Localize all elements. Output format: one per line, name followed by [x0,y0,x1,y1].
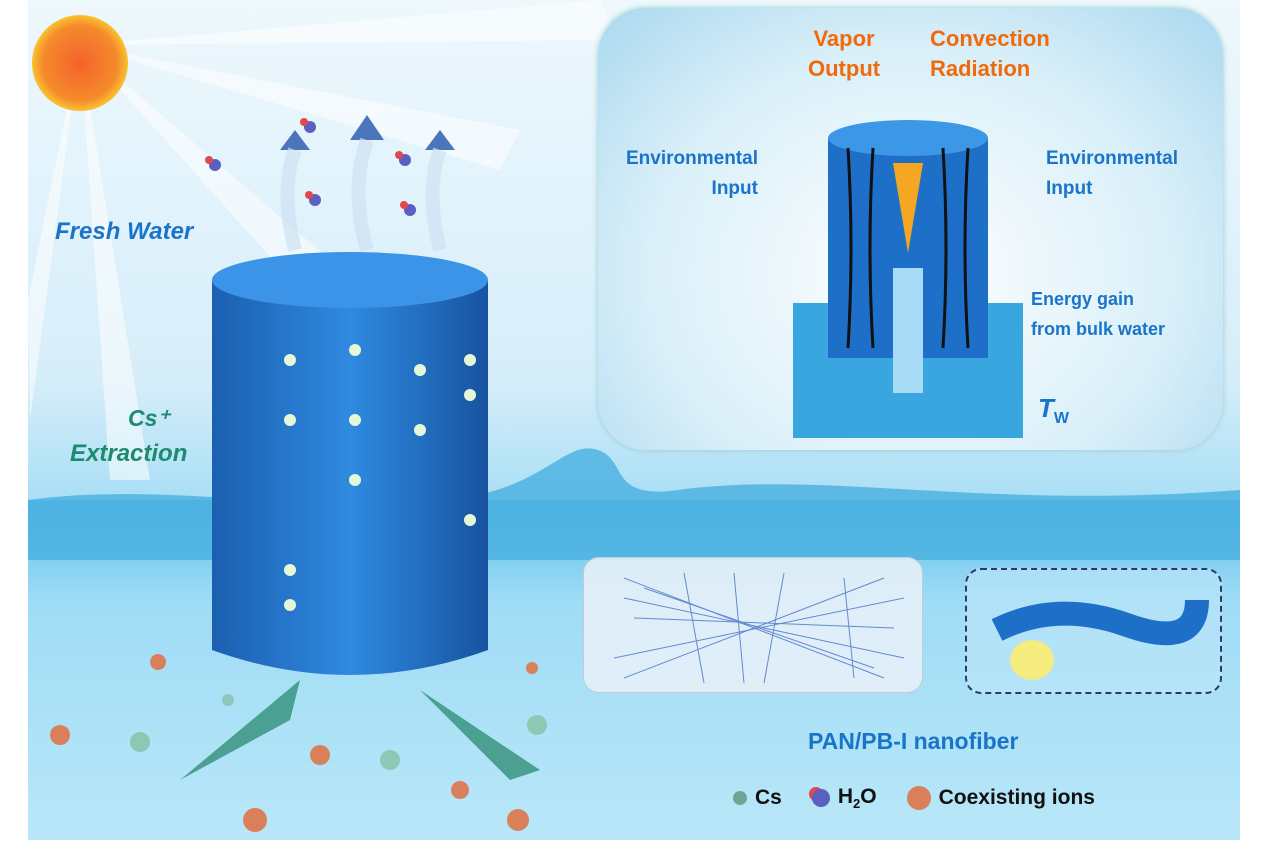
legend-item-cs: Cs [733,785,782,811]
coexisting-ion-icon [906,786,931,811]
evaporator-cylinder [212,252,488,675]
ions-and-inflow-arrows [50,654,547,832]
water-molecule-icon [811,789,830,808]
water-temperature-label: TW [1038,393,1069,428]
vapor-arrows [280,115,455,252]
fiber-illustration [991,599,1209,680]
sun-icon [32,15,128,111]
nanofiber-label: PAN/PB-I nanofiber [808,728,1019,754]
nanofiber-mesh [613,572,905,684]
legend-item-h2o: H2O [811,785,877,812]
legend: Cs H2O Coexisting ions [733,785,1095,811]
cs-ion-icon [733,791,747,806]
nanofiber-mesh-callout [583,557,923,693]
water-molecules [205,118,416,216]
cs-extraction-label-line1: Cs⁺ [128,405,170,431]
legend-item-coexisting: Coexisting ions [906,785,1095,811]
cs-extraction-label-line2: Extraction [70,440,188,467]
single-fiber-zoom [965,568,1222,694]
h2o-label: H2O [837,785,877,812]
inset-evaporator [793,120,1023,438]
fresh-water-label: Fresh Water [55,218,194,245]
